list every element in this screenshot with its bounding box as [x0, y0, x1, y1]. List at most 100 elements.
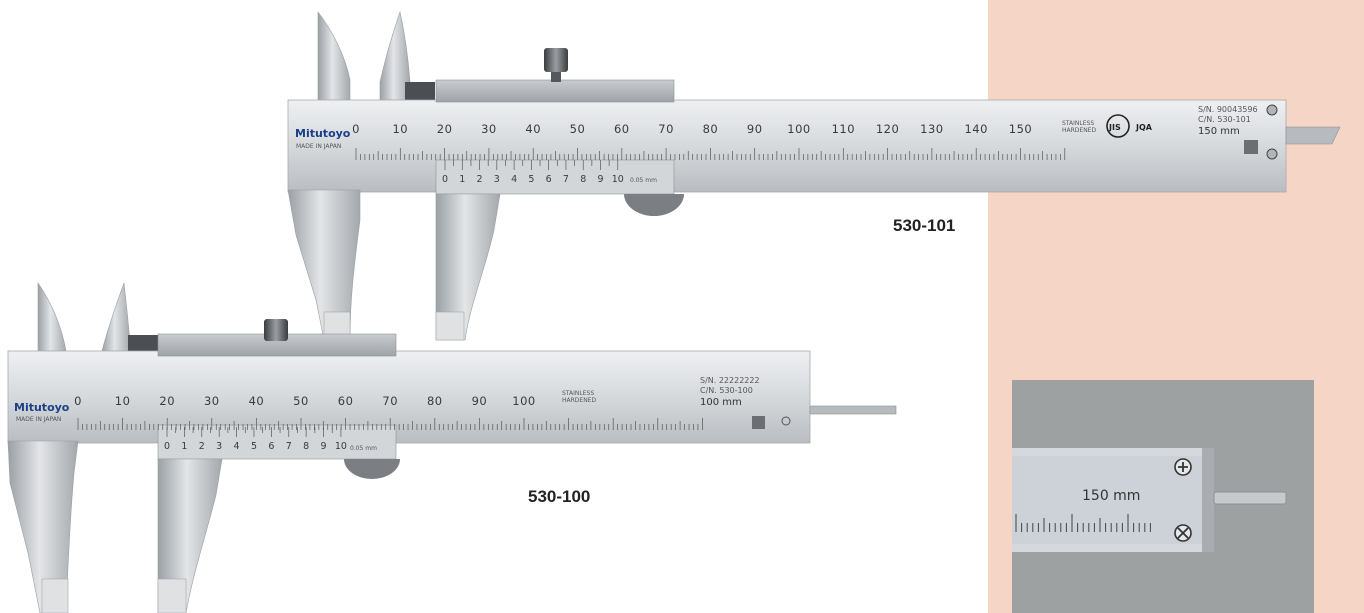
screw-icon [781, 416, 791, 426]
qr-code-icon [752, 416, 765, 429]
main-scale-label: 80 [427, 394, 443, 408]
main-scale-label: 30 [204, 394, 220, 408]
code-number: C/N. 530-101 [1198, 115, 1251, 124]
vernier-label: 1 [181, 441, 187, 452]
main-scale-label: 90 [472, 394, 488, 408]
vernier-label: 8 [580, 174, 586, 185]
vernier-label: 2 [477, 174, 483, 185]
vernier-label: 9 [597, 174, 603, 185]
made-in-label: MADE IN JAPAN [296, 143, 341, 150]
main-scale-label: 100 [787, 122, 810, 136]
inset-scale-ticks [1015, 514, 1151, 532]
lock-knob[interactable] [264, 319, 288, 341]
main-scale-label: 70 [658, 122, 674, 136]
lock-knob[interactable] [544, 48, 568, 72]
slider [435, 79, 675, 103]
vernier-label: 6 [546, 174, 552, 185]
main-scale-label: 120 [876, 122, 899, 136]
vernier-label: 9 [321, 441, 327, 452]
vernier-resolution: 0.05 mm [630, 177, 657, 184]
inset-detail-photo: 150 mm [1012, 380, 1314, 613]
vernier-label: 0 [442, 174, 448, 185]
model-label-530-100: 530-100 [528, 487, 591, 506]
qr-code-icon [1244, 140, 1258, 154]
model-label-530-101: 530-101 [893, 216, 956, 235]
jqa-mark: JQA [1135, 123, 1153, 132]
inset-depth-rod [1213, 491, 1287, 505]
outside-jaw-movable [435, 193, 501, 341]
main-beam [7, 350, 811, 444]
vernier-ticks [444, 160, 619, 170]
vernier-resolution: 0.05 mm [350, 445, 377, 452]
vernier-label: 5 [528, 174, 534, 185]
serial-number: S/N. 22222222 [700, 376, 760, 385]
screw-icon [1266, 148, 1278, 160]
main-scale-label: 20 [159, 394, 175, 408]
main-scale-labels: 0 10 20 30 40 50 60 70 80 90 100 110 120 130 140 150 [352, 122, 1032, 136]
made-in-label: MADE IN JAPAN [16, 416, 61, 423]
main-scale-label: 40 [525, 122, 541, 136]
main-scale-label: 150 [1009, 122, 1032, 136]
vernier-label: 3 [494, 174, 500, 185]
material-line2: HARDENED [1062, 127, 1096, 134]
main-scale-label: 10 [392, 122, 408, 136]
main-scale-label: 110 [832, 122, 855, 136]
jis-mark-text: JIS [1108, 123, 1121, 132]
serial-number: S/N. 90043596 [1198, 105, 1258, 114]
main-scale-label: 0 [352, 122, 360, 136]
vernier-label: 0 [164, 441, 170, 452]
vernier-label: 1 [459, 174, 465, 185]
vernier-label: 3 [216, 441, 222, 452]
vernier-label: 5 [251, 441, 257, 452]
vernier-label: 4 [511, 174, 517, 185]
vernier-label: 6 [268, 441, 274, 452]
main-scale-label: 60 [614, 122, 630, 136]
main-scale-label: 30 [481, 122, 497, 136]
inset-range-label: 150 mm [1082, 488, 1140, 504]
vernier-label: 10 [612, 174, 624, 185]
jis-mark-icon [1106, 114, 1130, 138]
inner-jaw-fixed [317, 11, 351, 103]
vernier-label: 7 [563, 174, 569, 185]
material-line1: STAINLESS [1062, 120, 1094, 127]
vernier-label: 8 [303, 441, 309, 452]
main-scale-label: 60 [338, 394, 354, 408]
main-scale-label: 100 [512, 394, 535, 408]
main-scale-label: 70 [382, 394, 398, 408]
vernier-label: 7 [286, 441, 292, 452]
thumb-roller[interactable] [344, 459, 400, 479]
main-scale-ticks [77, 418, 703, 430]
main-scale-labels: 0 10 20 30 40 50 60 70 80 90 100 [74, 394, 535, 408]
inner-jaw-movable [101, 282, 131, 354]
range-label: 150 mm [1198, 126, 1240, 137]
vernier-label: 10 [335, 441, 347, 452]
main-scale-label: 40 [249, 394, 265, 408]
thumb-roller[interactable] [624, 194, 684, 216]
main-scale-ticks [355, 148, 1066, 160]
inner-jaw-fixed [37, 282, 67, 354]
main-scale-label: 20 [437, 122, 453, 136]
main-scale-label: 10 [115, 394, 131, 408]
main-scale-label: 50 [570, 122, 586, 136]
outside-jaw-fixed [7, 440, 79, 613]
range-label: 100 mm [700, 397, 742, 408]
main-scale-label: 140 [964, 122, 987, 136]
main-scale-label: 130 [920, 122, 943, 136]
main-scale-label: 80 [703, 122, 719, 136]
brand-logo: Mitutoyo [295, 127, 351, 140]
main-scale-label: 50 [293, 394, 309, 408]
vernier-label: 2 [199, 441, 205, 452]
material-line1: STAINLESS [562, 390, 594, 397]
main-scale-label: 0 [74, 394, 82, 408]
brand-logo: Mitutoyo [14, 401, 70, 414]
main-scale-label: 90 [747, 122, 763, 136]
vernier-ticks [166, 427, 342, 437]
depth-rod [1285, 126, 1341, 145]
depth-rod [809, 405, 897, 415]
code-number: C/N. 530-100 [700, 386, 753, 395]
material-line2: HARDENED [562, 397, 596, 404]
